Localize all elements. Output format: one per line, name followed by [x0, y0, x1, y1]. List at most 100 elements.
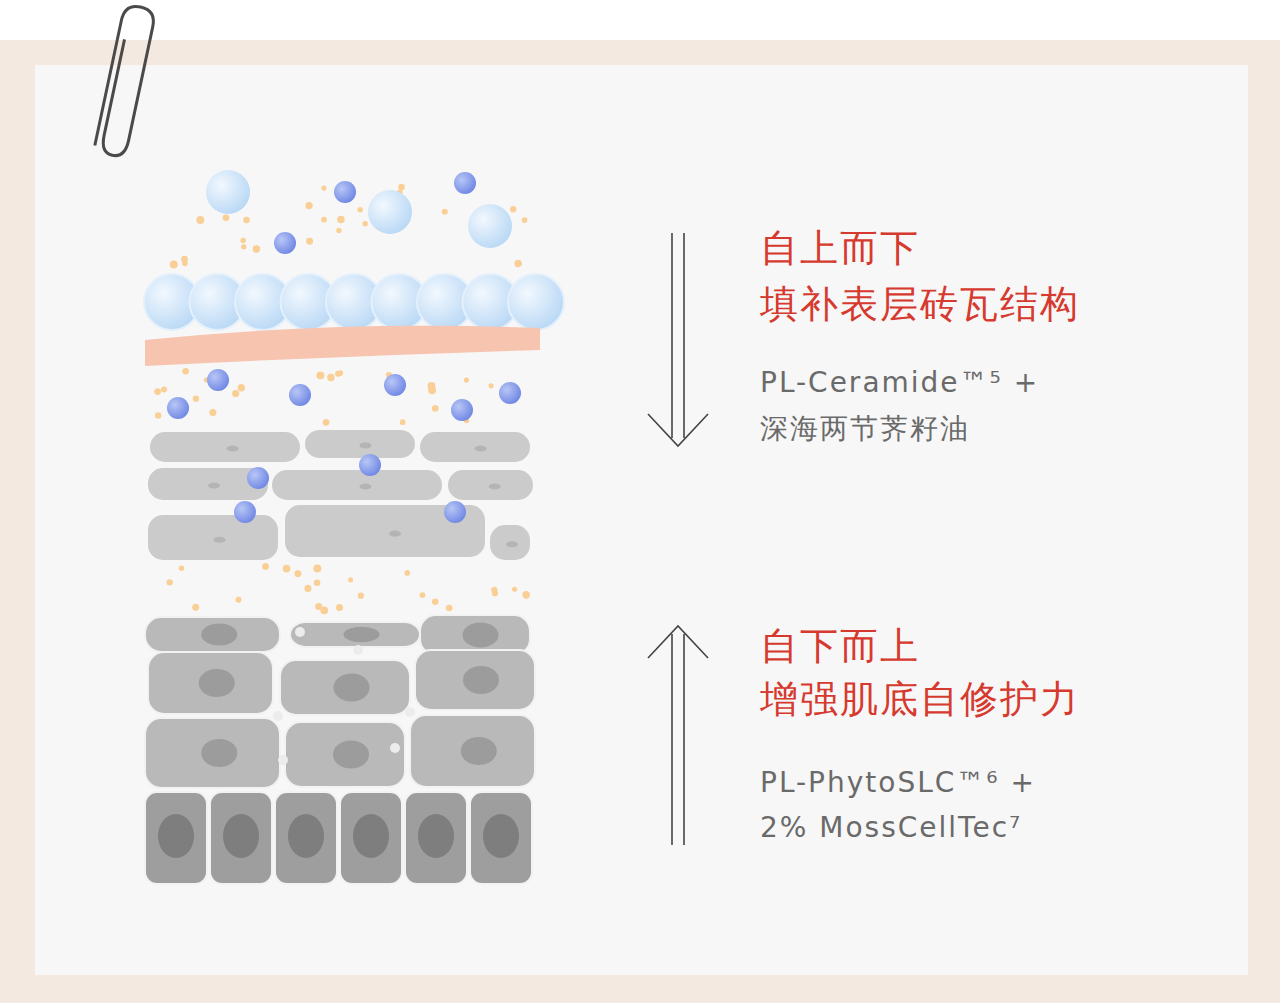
horny-cell	[148, 515, 278, 560]
oil-droplet	[336, 228, 341, 233]
cell-nucleus	[333, 741, 369, 769]
oil-droplet	[358, 593, 364, 599]
heading: 填补表层砖瓦结构	[760, 282, 1080, 328]
oil-droplet	[306, 238, 313, 245]
arrow-head	[648, 626, 708, 658]
frame	[0, 40, 1280, 1003]
living-cell	[410, 715, 535, 787]
oil-droplet	[241, 244, 246, 249]
active-molecule	[451, 399, 473, 421]
skin-layers	[144, 170, 564, 884]
oil-droplet	[489, 383, 494, 388]
cell-nucleus	[344, 627, 380, 643]
cell-nucleus	[227, 446, 239, 452]
cell-nucleus	[489, 484, 501, 490]
cell-nucleus	[334, 674, 370, 702]
oil-droplet	[209, 409, 216, 416]
cell-nucleus	[201, 739, 237, 767]
basal-cell	[275, 792, 337, 884]
active-molecule	[207, 369, 229, 391]
up-arrow	[648, 626, 708, 845]
oil-droplet	[294, 570, 301, 577]
active-molecule	[234, 501, 256, 523]
oil-droplet	[514, 260, 522, 268]
oil-droplet	[335, 371, 341, 377]
horny-cell	[148, 468, 268, 500]
oil-droplet	[192, 604, 199, 611]
repair-dot	[405, 707, 415, 717]
oil-droplet	[305, 202, 312, 209]
repair-dot	[295, 627, 305, 637]
oil-droplet	[321, 186, 326, 191]
oil-droplet	[524, 593, 529, 598]
basal-cell	[470, 792, 532, 884]
oil-droplet	[315, 603, 322, 610]
oil-droplet	[314, 579, 321, 586]
horny-cell	[420, 432, 530, 462]
horny-cell	[305, 430, 415, 458]
oil-droplet	[446, 605, 453, 612]
cell-nucleus	[214, 537, 226, 543]
cell-nucleus	[475, 446, 487, 452]
arrow-line	[671, 233, 673, 438]
oil-droplet	[232, 390, 239, 397]
oil-droplet	[283, 565, 291, 573]
oil-droplet	[321, 217, 327, 223]
cell-nucleus	[208, 483, 220, 489]
lipid-band	[145, 326, 540, 366]
active-molecule	[384, 374, 406, 396]
cell-nucleus	[360, 442, 372, 448]
heading: 自上而下	[760, 226, 920, 272]
cell-nucleus	[463, 666, 499, 694]
living-cell	[285, 722, 405, 787]
oil-droplet	[193, 396, 199, 402]
basal-cell	[340, 792, 402, 884]
repair-dot	[273, 711, 283, 721]
surface-cell	[508, 274, 564, 330]
living-cell	[290, 622, 420, 647]
horny-cell	[150, 432, 300, 462]
oil-droplet	[432, 599, 439, 606]
ingredient-text: 2% MossCellTec⁷	[760, 811, 1022, 845]
arrow-head	[648, 414, 708, 446]
arrow-line	[683, 634, 685, 845]
repair-dot	[390, 743, 400, 753]
repair-dot	[353, 645, 363, 655]
cell-nucleus	[463, 623, 499, 648]
oil-droplet	[336, 604, 343, 611]
oil-droplet	[313, 565, 321, 573]
cell-nucleus	[483, 814, 519, 858]
oil-droplet	[196, 216, 204, 224]
oil-droplet	[161, 386, 167, 392]
oil-droplet	[182, 261, 188, 267]
arrow-line	[671, 634, 673, 845]
horny-cell	[448, 470, 533, 500]
oil-droplet	[522, 591, 529, 598]
living-cell	[415, 650, 535, 710]
oil-droplet	[182, 368, 189, 375]
oil-droplet	[442, 209, 448, 215]
living-cell	[145, 718, 280, 788]
oil-droplet	[492, 590, 498, 596]
ingredient-text: PL-PhytoSLC™⁶ +	[760, 766, 1036, 800]
oil-droplet	[398, 184, 404, 190]
cell-nucleus	[353, 814, 389, 858]
oil-droplet	[432, 405, 439, 412]
living-cell	[148, 652, 273, 714]
living-cell	[145, 617, 280, 652]
paperclip	[94, 4, 157, 158]
oil-droplet	[243, 217, 250, 224]
arrow-line	[683, 233, 685, 438]
living-cell	[280, 660, 410, 715]
oil-droplet	[362, 221, 368, 227]
oil-droplet	[166, 579, 172, 585]
cell-nucleus	[360, 484, 372, 490]
active-molecule	[444, 501, 466, 523]
oil-droplet	[420, 592, 426, 598]
oil-droplet	[348, 577, 353, 582]
oil-droplet	[428, 386, 436, 394]
basal-cell	[210, 792, 272, 884]
oil-droplet	[323, 419, 330, 426]
